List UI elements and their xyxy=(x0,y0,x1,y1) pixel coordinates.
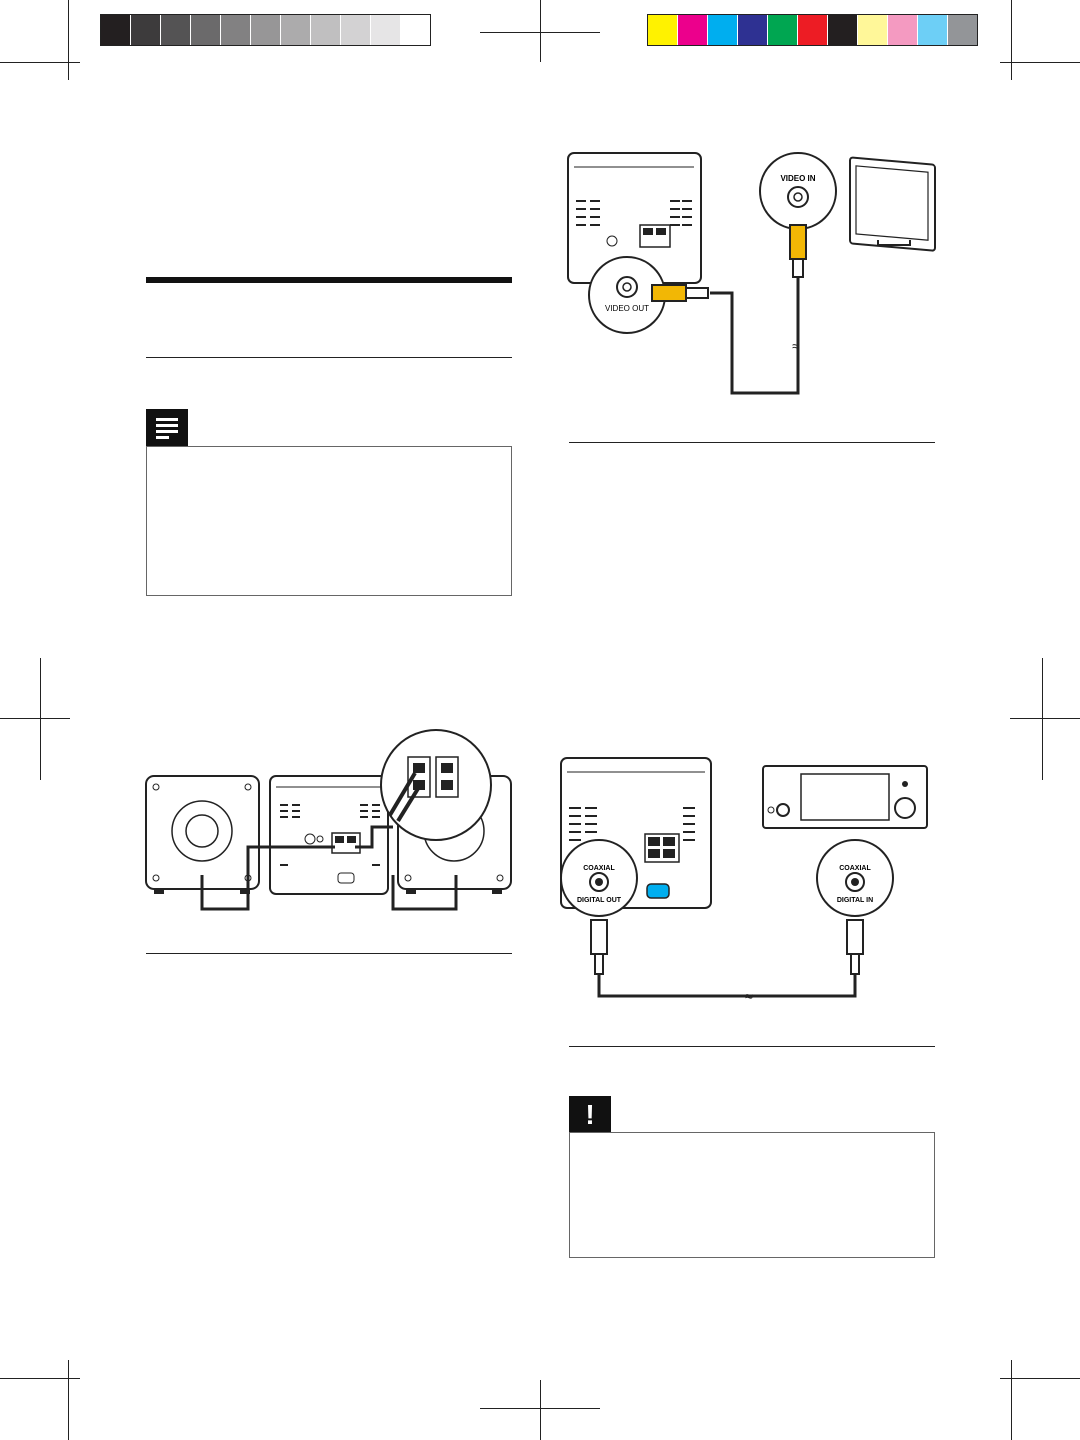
gray-swatch-7 xyxy=(281,15,311,45)
video-out-label: VIDEO OUT xyxy=(605,304,649,313)
note-icon xyxy=(156,418,178,439)
main-unit-rear xyxy=(567,152,702,284)
exclamation-icon: ! xyxy=(585,1099,594,1130)
color-swatch-1 xyxy=(648,15,678,45)
amplifier xyxy=(762,765,928,829)
video-section-rule xyxy=(569,442,935,443)
gray-swatch-11 xyxy=(401,15,430,45)
gray-swatch-1 xyxy=(101,15,131,45)
coaxial-in-callout: COAXIAL DIGITAL IN xyxy=(816,839,894,917)
color-calibration-bar xyxy=(647,14,978,46)
coaxial-section-rule xyxy=(569,1046,935,1047)
color-swatch-7 xyxy=(828,15,858,45)
video-in-callout: VIDEO IN xyxy=(759,152,837,230)
coaxial-out-top-label: COAXIAL xyxy=(583,865,615,872)
gray-swatch-9 xyxy=(341,15,371,45)
svg-text:!: ! xyxy=(585,1099,594,1130)
color-swatch-10 xyxy=(918,15,948,45)
speaker-connection-diagram xyxy=(145,729,512,911)
video-out-callout: VIDEO OUT xyxy=(588,256,666,334)
section-heading-rule xyxy=(146,277,512,283)
speaker-section-rule xyxy=(146,953,512,954)
color-swatch-11 xyxy=(948,15,977,45)
coaxial-in-bottom-label: DIGITAL IN xyxy=(837,897,873,904)
video-plug-out xyxy=(651,284,709,302)
svg-text:≈: ≈ xyxy=(745,988,753,1004)
tv xyxy=(849,156,936,252)
video-plug-in xyxy=(789,224,807,278)
coaxial-plug-in xyxy=(846,919,864,975)
color-swatch-8 xyxy=(858,15,888,45)
left-speaker xyxy=(145,775,260,894)
note-tab xyxy=(146,409,188,446)
color-swatch-9 xyxy=(888,15,918,45)
video-connection-diagram: VIDEO OUT VIDEO IN ≈ xyxy=(567,152,936,395)
speaker-terminal-magnifier xyxy=(380,729,492,841)
main-unit-rear xyxy=(269,775,389,895)
note-box xyxy=(146,446,512,596)
caution-tab: ! xyxy=(569,1096,611,1132)
coaxial-out-callout: COAXIAL DIGITAL OUT xyxy=(560,839,638,917)
color-swatch-6 xyxy=(798,15,828,45)
gray-swatch-8 xyxy=(311,15,341,45)
gray-swatch-5 xyxy=(221,15,251,45)
caution-box xyxy=(569,1132,935,1258)
color-swatch-5 xyxy=(768,15,798,45)
gray-swatch-3 xyxy=(161,15,191,45)
svg-text:≈: ≈ xyxy=(792,338,800,354)
coaxial-out-bottom-label: DIGITAL OUT xyxy=(577,897,622,904)
video-in-label: VIDEO IN xyxy=(780,174,815,183)
gray-swatch-6 xyxy=(251,15,281,45)
color-swatch-4 xyxy=(738,15,768,45)
gray-swatch-4 xyxy=(191,15,221,45)
gray-swatch-2 xyxy=(131,15,161,45)
gray-swatch-10 xyxy=(371,15,401,45)
subsection-rule xyxy=(146,357,512,358)
coaxial-plug-out xyxy=(590,919,608,975)
color-swatch-3 xyxy=(708,15,738,45)
coaxial-in-top-label: COAXIAL xyxy=(839,865,871,872)
color-swatch-2 xyxy=(678,15,708,45)
coaxial-connection-diagram: COAXIAL DIGITAL OUT COAXIAL DIGITAL IN ≈ xyxy=(560,757,928,1004)
gray-calibration-bar xyxy=(100,14,431,46)
